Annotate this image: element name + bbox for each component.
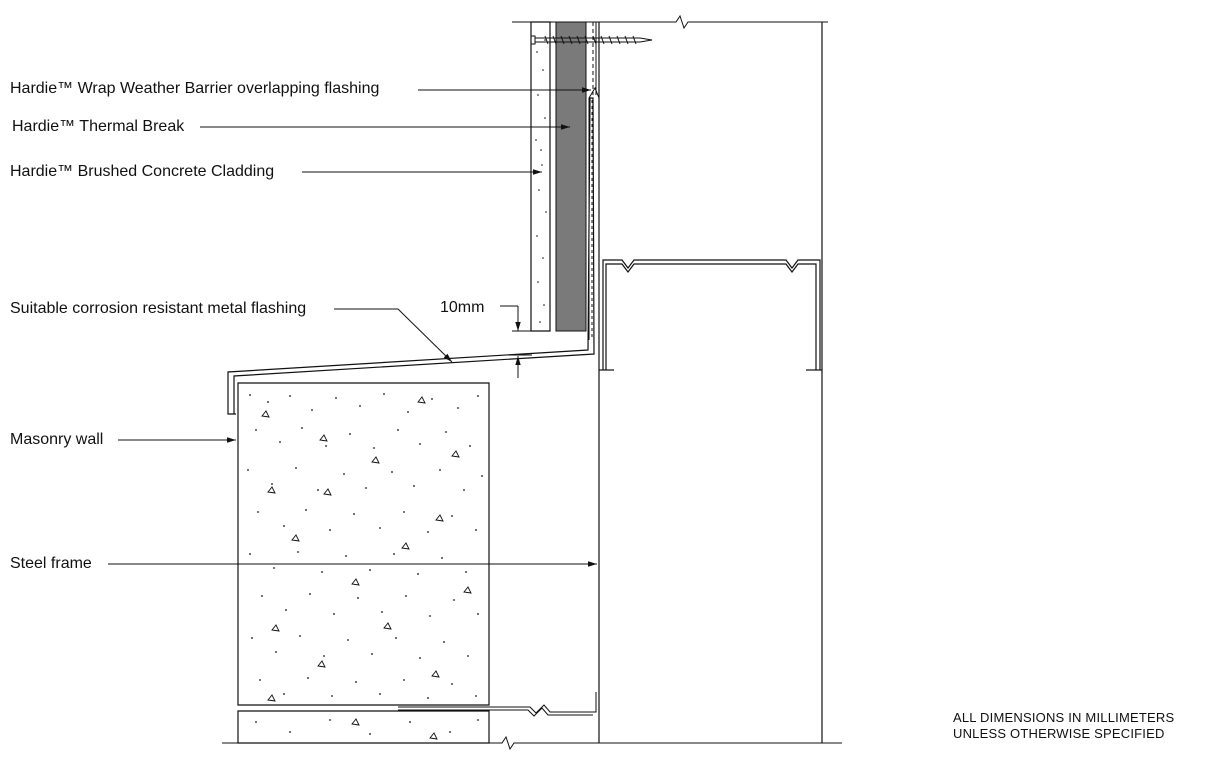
steel-frame-lines xyxy=(599,22,822,743)
masonry-wall xyxy=(238,383,489,743)
batten-dashed xyxy=(593,22,596,95)
callout-masonry-wall: Masonry wall xyxy=(10,431,104,448)
callout-brushed-cladding: Hardie™ Brushed Concrete Cladding xyxy=(10,163,275,180)
dimension-label-10mm: 10mm xyxy=(440,299,485,316)
note-unless-specified: UNLESS OTHERWISE SPECIFIED xyxy=(953,726,1165,741)
thermal-break-strip xyxy=(556,22,586,331)
callout-steel-frame: Steel frame xyxy=(10,555,92,572)
metal-flashing xyxy=(228,98,594,414)
leader-lines xyxy=(108,87,597,567)
callout-metal-flashing: Suitable corrosion resistant metal flash… xyxy=(10,300,307,317)
steel-stud-profile xyxy=(599,260,822,370)
note-dimensions: ALL DIMENSIONS IN MILLIMETERS xyxy=(953,710,1175,725)
callout-thermal-break: Hardie™ Thermal Break xyxy=(12,118,185,135)
screw-fixing xyxy=(531,36,652,44)
top-break-line xyxy=(512,16,828,28)
brushed-concrete-cladding xyxy=(531,22,550,331)
bottom-track xyxy=(398,692,596,716)
dimension-10mm xyxy=(500,306,550,378)
callout-wrap-barrier: Hardie™ Wrap Weather Barrier overlapping… xyxy=(10,80,380,97)
